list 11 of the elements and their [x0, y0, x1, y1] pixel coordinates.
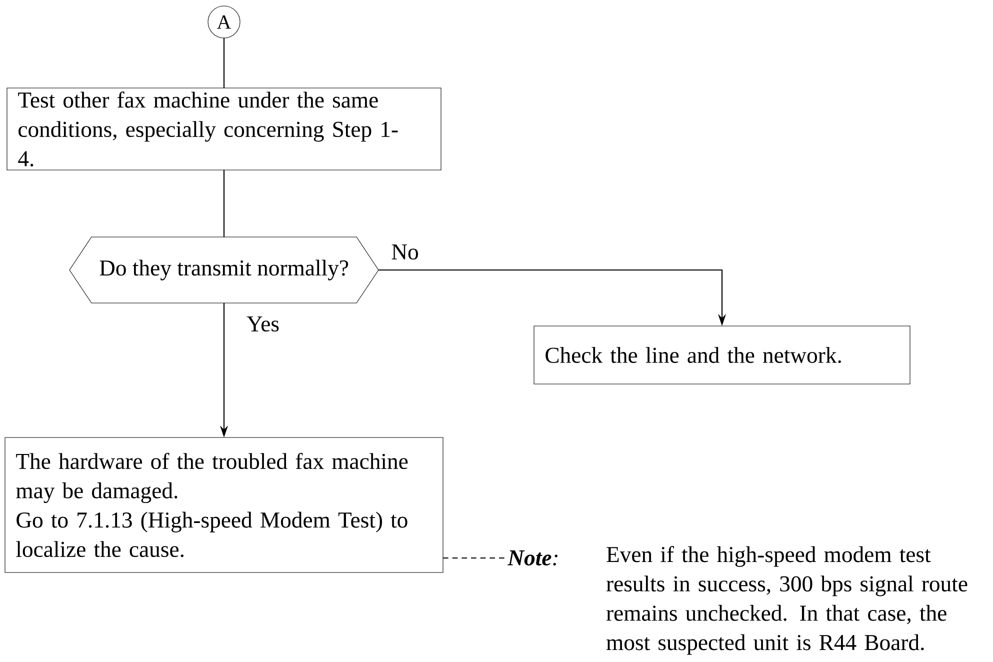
- leader-line: [443, 557, 505, 559]
- edge-label: Yes: [245, 315, 281, 333]
- process-box: Test other fax machine under the same conditions, especially concerning Step 1-4.: [6, 88, 442, 170]
- note-text: Even if the high-speed modem test results in success, 300 bps signal route remains unchecked. In that case, the most suspected unit is R44 Board.: [606, 546, 968, 655]
- process-box: Check the line and the network.: [534, 326, 910, 384]
- process-box: The hardware of the troubled fax machine may be damaged. Go to 7.1.13 (High-speed Modem Test) to localize the cause.: [4, 437, 444, 573]
- note-label: Note:: [507, 550, 558, 566]
- edge-label: No: [390, 243, 420, 261]
- connector-line: [223, 170, 225, 237]
- connector-line: [223, 38, 225, 88]
- decision-hexagon: Do they transmit normally?: [69, 236, 379, 304]
